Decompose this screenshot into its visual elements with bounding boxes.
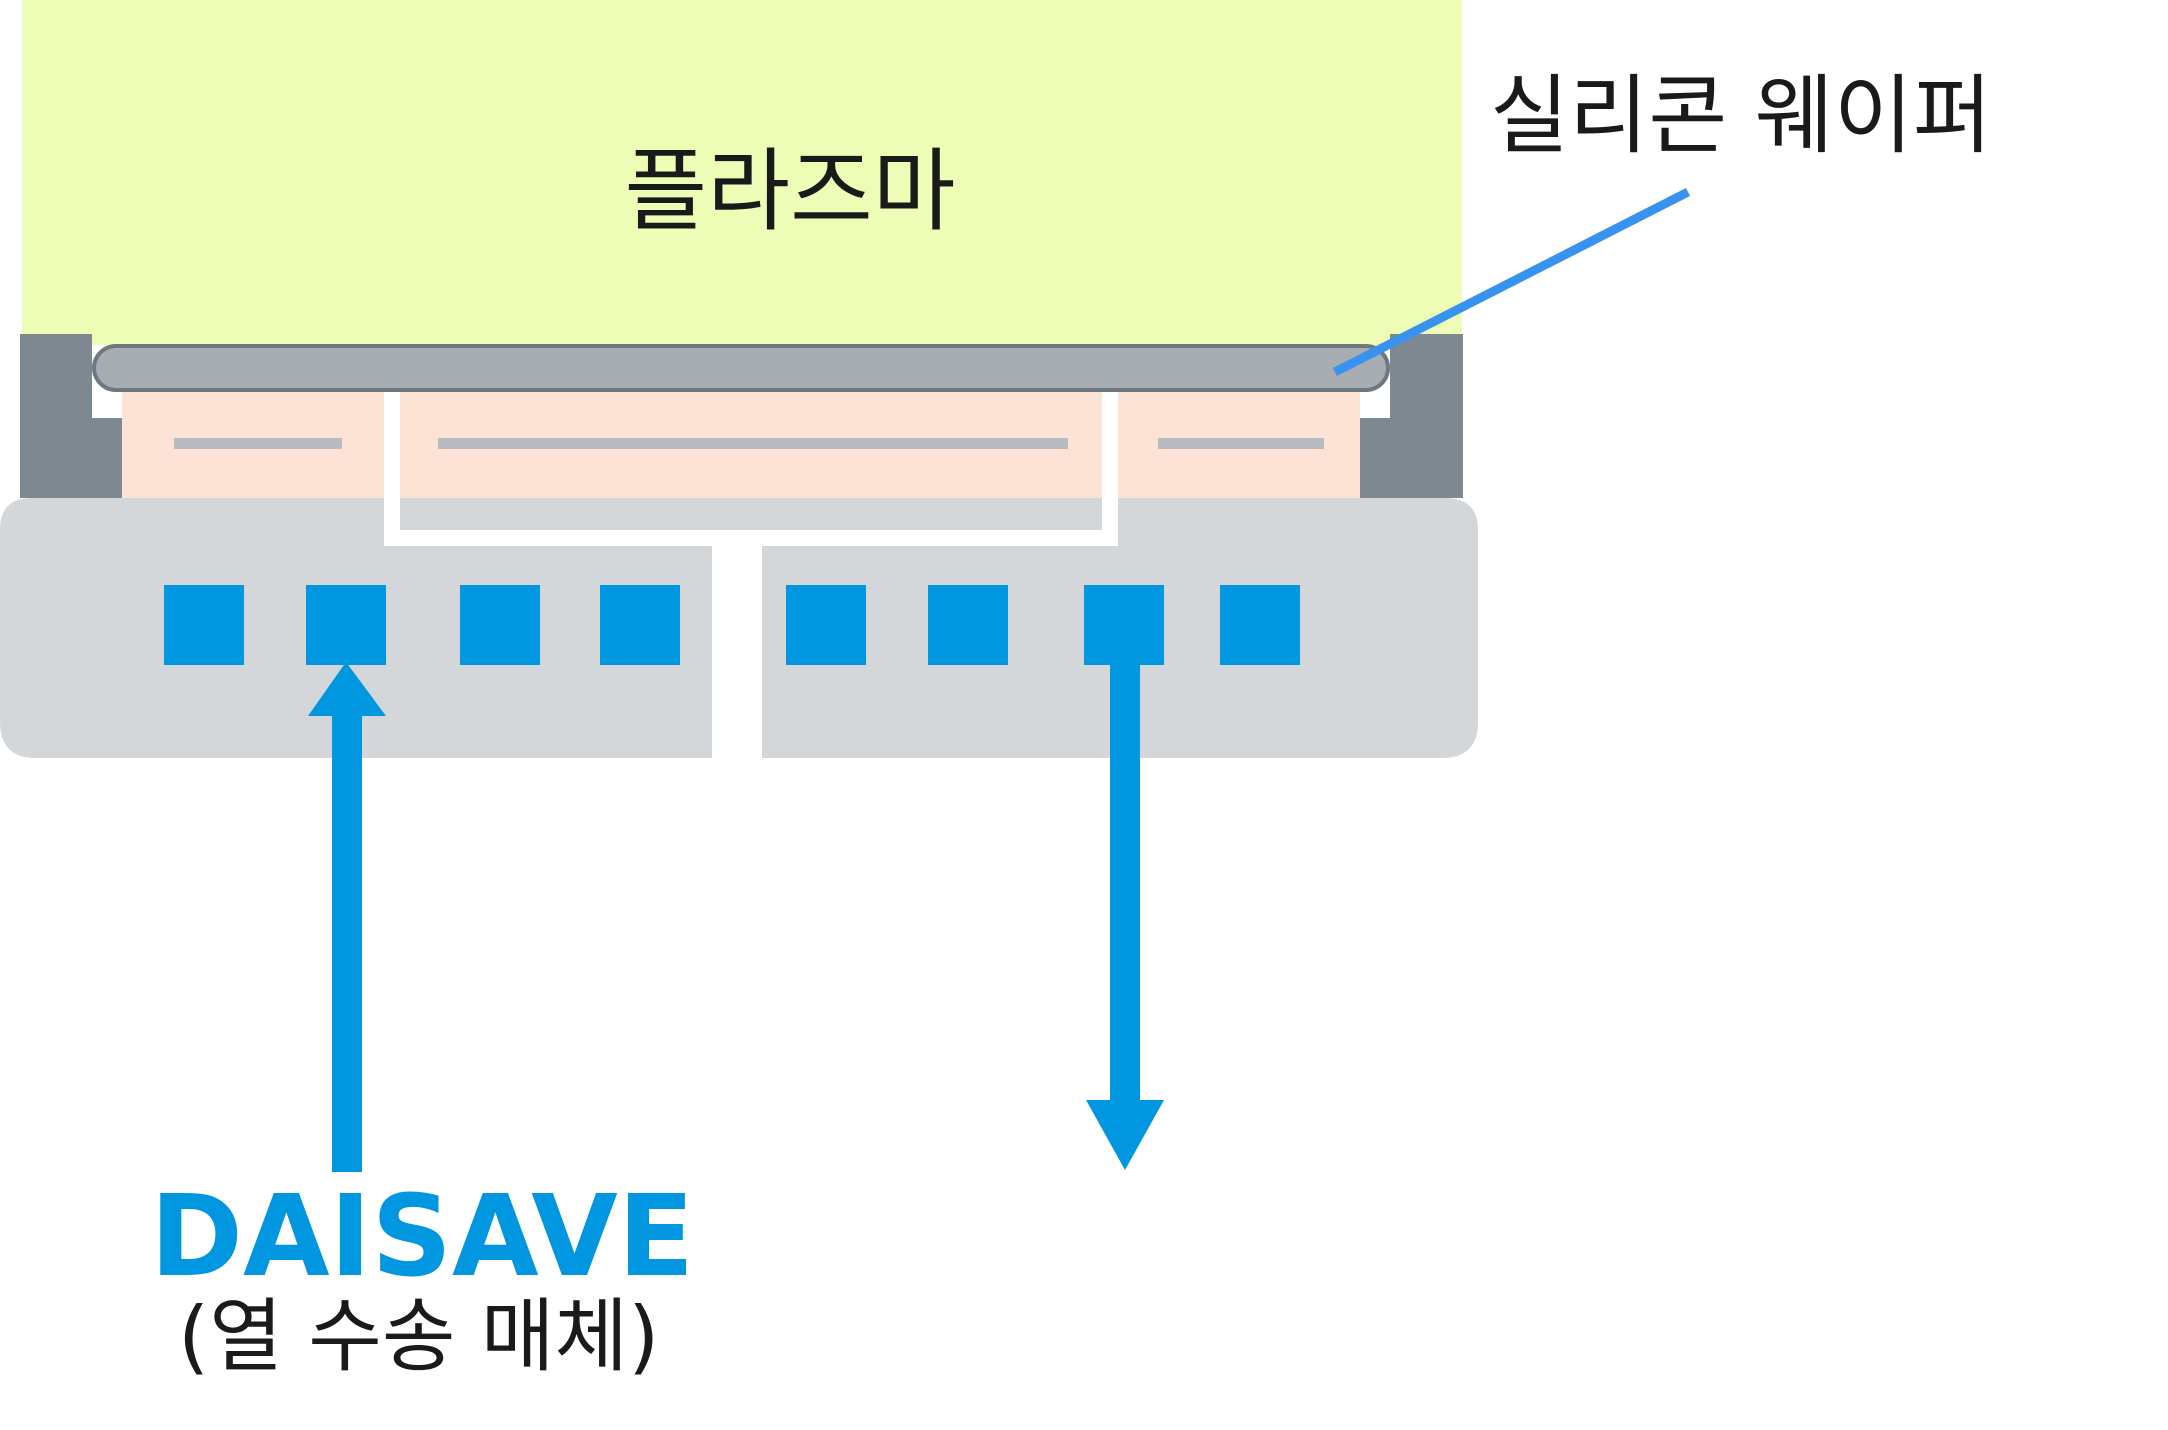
heater-line-right [1158, 438, 1324, 449]
plasma-label: 플라즈마 [624, 139, 955, 244]
coolant-channel [928, 585, 1008, 665]
coolant-channel [1220, 585, 1300, 665]
edge-ring-left [20, 334, 122, 498]
center-cavity-floor [400, 498, 1102, 530]
coolant-channel [460, 585, 540, 665]
coolant-name: DAISAVE [150, 1172, 694, 1302]
silicon-wafer-label: 실리콘 웨이퍼 [1490, 66, 1992, 166]
chuck-split-gap [712, 530, 762, 760]
coolant-channel [600, 585, 680, 665]
coolant-channel [1084, 585, 1164, 665]
heater-line-center [438, 438, 1068, 449]
coolant-channel [306, 585, 386, 665]
edge-ring-right [1360, 334, 1463, 498]
outlet-arrow-shaft [1110, 662, 1140, 1108]
plasma-region [22, 0, 1462, 345]
silicon-wafer [92, 344, 1390, 392]
inlet-arrow-shaft [332, 712, 362, 1172]
arrow-up-icon [308, 662, 386, 1172]
coolant-description: (열 수송 매체) [178, 1290, 659, 1383]
arrow-down-icon [1086, 662, 1164, 1170]
heater-line-left [174, 438, 342, 449]
wafer-leader-line [1332, 187, 1691, 377]
outlet-arrow-head [1086, 1100, 1164, 1170]
coolant-channels [164, 585, 1300, 665]
coolant-channel [164, 585, 244, 665]
inlet-arrow-head [308, 662, 386, 716]
coolant-channel [786, 585, 866, 665]
